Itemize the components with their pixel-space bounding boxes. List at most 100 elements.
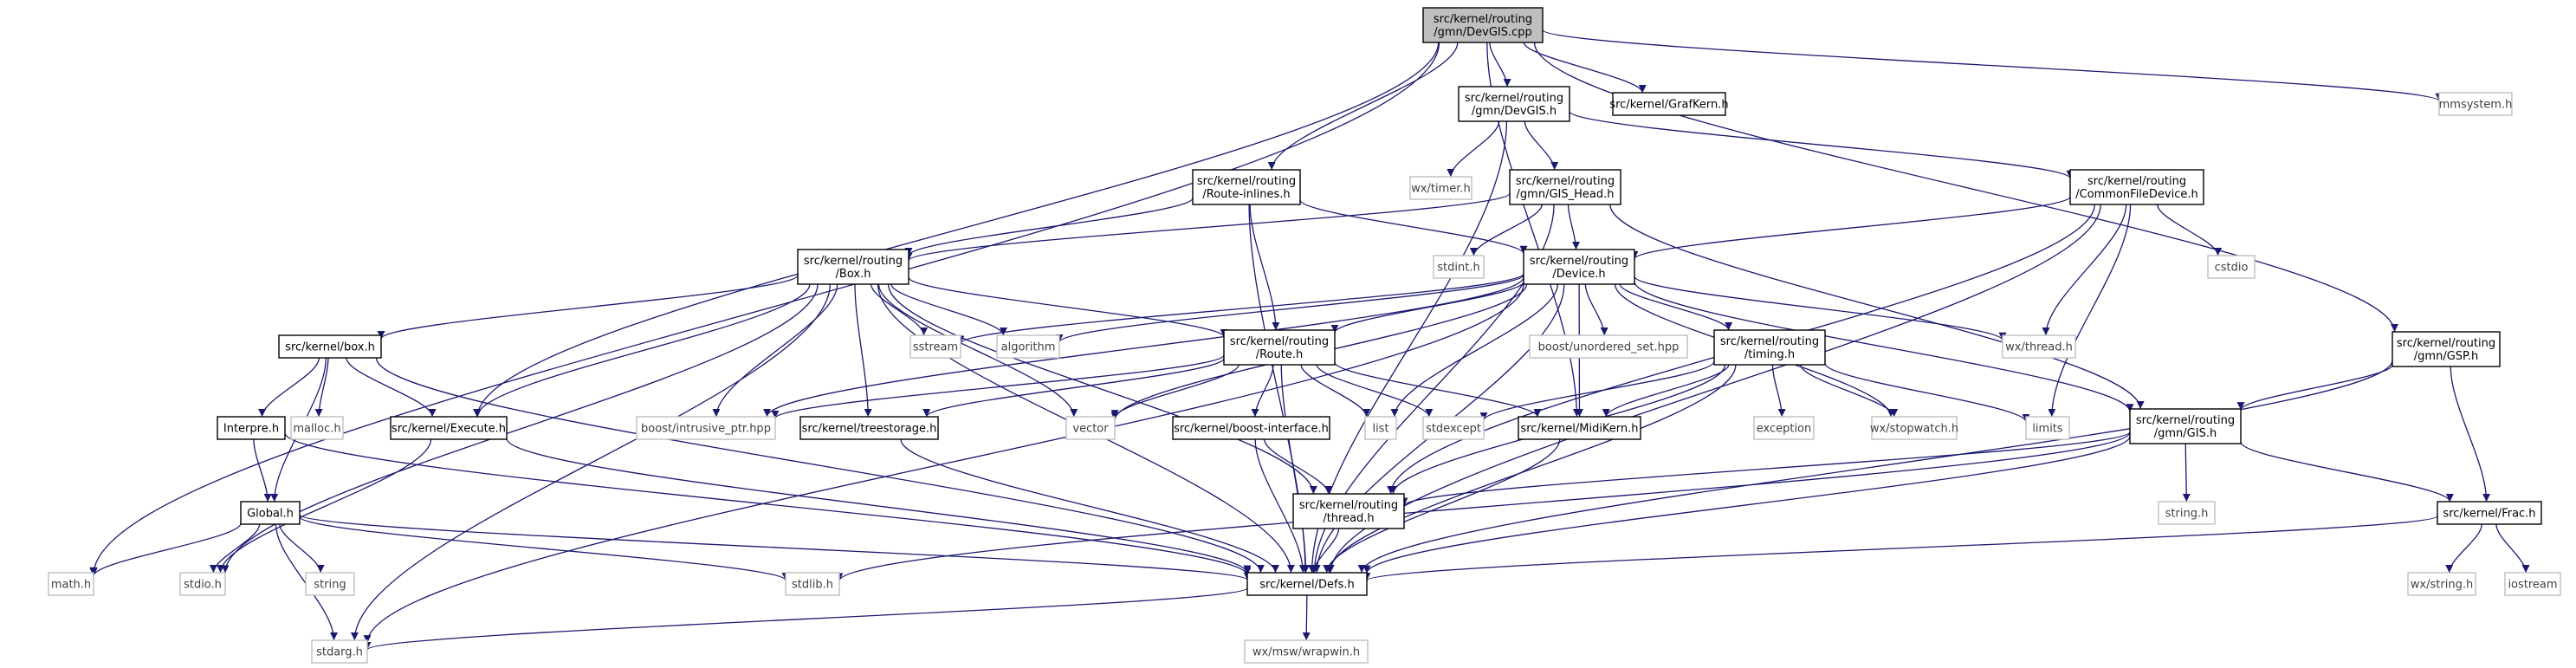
node-label: sstream — [913, 341, 958, 354]
node-label: wx/timer.h — [1411, 183, 1471, 196]
node-unordered: boost/unordered_set.hpp — [1529, 334, 1688, 359]
node-label: /CommonFileDevice.h — [2075, 188, 2198, 201]
edge-gis_head-to-gis_h — [1609, 204, 2145, 410]
node-label: src/kernel/boost-interface.h — [1174, 423, 1329, 436]
edge-devgis_cpp-to-execute — [473, 42, 1440, 418]
node-label: /timing.h — [1744, 348, 1795, 361]
node-commonfile[interactable]: src/kernel/routing/CommonFileDevice.h — [2069, 169, 2204, 205]
edge-kbox-to-interpre — [258, 357, 320, 418]
node-box — [390, 416, 508, 440]
node-rthread[interactable]: src/kernel/routing/thread.h — [1292, 493, 1405, 529]
node-wrapwin: wx/msw/wrapwin.h — [1244, 639, 1369, 664]
node-label: src/kernel/routing — [1230, 335, 1329, 348]
edge-route_inlines-to-route_h — [1249, 204, 1280, 331]
node-label: exception — [1757, 423, 1812, 436]
edge-box_h-to-treestorage — [854, 283, 872, 418]
node-label: wx/string.h — [2411, 579, 2473, 592]
edge-device-to-unordered — [1584, 283, 1608, 336]
edge-device-to-sstream — [956, 273, 1524, 344]
node-defs[interactable]: src/kernel/Defs.h — [1246, 572, 1368, 596]
edge-timing-to-limits — [1824, 363, 2030, 423]
node-label: src/kernel/routing — [1530, 255, 1628, 268]
edge-route_h-to-stdexcept — [1316, 364, 1434, 418]
node-box — [1523, 249, 1635, 285]
node-list: list — [1364, 416, 1397, 440]
node-stringh: string.h — [2158, 501, 2216, 525]
node-kbox[interactable]: src/kernel/box.h — [278, 334, 382, 359]
node-label: mmsystem.h — [2439, 99, 2513, 112]
node-box — [785, 572, 840, 596]
node-stdio: stdio.h — [179, 572, 226, 596]
node-device[interactable]: src/kernel/routing/Device.h — [1523, 249, 1635, 285]
node-label: stdexcept — [1426, 423, 1481, 436]
node-wxthread: wx/thread.h — [2002, 334, 2076, 359]
node-box — [48, 572, 94, 596]
node-label: src/kernel/routing — [1197, 175, 1296, 188]
node-label: boost/intrusive_ptr.hpp — [641, 423, 771, 436]
node-label: /Route-inlines.h — [1202, 188, 1290, 201]
edge-kbox-to-defs — [375, 357, 1265, 574]
node-label: src/kernel/routing — [2397, 337, 2495, 350]
node-label: limits — [2032, 423, 2063, 436]
node-box — [2407, 572, 2476, 596]
edge-kbox-to-execute — [346, 357, 437, 418]
node-route_inlines[interactable]: src/kernel/routing/Route-inlines.h — [1192, 169, 1301, 205]
edge-commonfile-to-device — [1630, 196, 2071, 260]
edge-devgis_h-to-wxtimer — [1447, 120, 1500, 178]
node-label: src/kernel/Defs.h — [1259, 579, 1355, 592]
node-box — [1223, 329, 1336, 366]
node-label: wx/msw/wrapwin.h — [1252, 646, 1360, 659]
node-box — [1246, 572, 1368, 596]
node-label: list — [1372, 423, 1388, 436]
node-box — [1192, 169, 1301, 205]
edge-route_h-to-treestorage — [922, 358, 1225, 418]
node-gis_h[interactable]: src/kernel/routing/gmn/GIS.h — [2129, 408, 2242, 444]
node-stdint: stdint.h — [1433, 255, 1485, 279]
node-box — [1612, 92, 1726, 116]
node-label: string — [314, 579, 346, 592]
node-gis_head[interactable]: src/kernel/routing/gmn/GIS_Head.h — [1509, 169, 1621, 205]
node-box — [278, 334, 382, 359]
node-interpre[interactable]: Interpre.h — [217, 416, 286, 440]
node-box — [1433, 255, 1485, 279]
node-label: cstdio — [2215, 262, 2249, 275]
edge-defs-to-stdarg — [363, 587, 1248, 651]
edge-treestorage-to-defs — [900, 438, 1279, 574]
node-label: src/kernel/GrafKern.h — [1609, 99, 1728, 112]
node-label: src/kernel/routing — [1465, 92, 1563, 105]
node-stdlib: stdlib.h — [785, 572, 840, 596]
edge-commonfile-to-wxthread — [2042, 204, 2127, 336]
node-box_h[interactable]: src/kernel/routing/Box.h — [797, 249, 909, 285]
node-execute[interactable]: src/kernel/Execute.h — [390, 416, 508, 440]
node-label: boost/unordered_set.hpp — [1538, 341, 1680, 354]
node-route_h[interactable]: src/kernel/routing/Route.h — [1223, 329, 1336, 366]
node-grafkern[interactable]: src/kernel/GrafKern.h — [1609, 92, 1729, 116]
node-devgis_cpp[interactable]: src/kernel/routing/gmn/DevGIS.cpp — [1422, 7, 1544, 43]
edge-route_h-to-defs — [1280, 364, 1310, 574]
node-label: algorithm — [1001, 341, 1056, 354]
edge-gsp-to-gis_h — [2236, 364, 2393, 411]
node-box — [1518, 416, 1641, 440]
edge-rthread-to-defs — [1309, 528, 1340, 574]
edge-timing-to-exception — [1771, 364, 1786, 418]
edge-box_h-to-route_h — [908, 276, 1228, 338]
node-label: src/kernel/Execute.h — [392, 423, 506, 436]
node-gsp[interactable]: src/kernel/routing/gmn/GSP.h — [2392, 331, 2501, 367]
node-label: vector — [1072, 423, 1109, 436]
edge-gis_h-to-frac — [2240, 441, 2454, 503]
node-frac[interactable]: src/kernel/Frac.h — [2437, 501, 2542, 525]
edge-box_h-to-stdio — [221, 283, 819, 574]
edge-route_h-to-boostif — [1251, 364, 1274, 418]
node-midikern[interactable]: src/kernel/MidiKern.h — [1518, 416, 1641, 440]
node-devgis_h[interactable]: src/kernel/routing/gmn/DevGIS.h — [1458, 86, 1570, 122]
node-box — [179, 572, 226, 596]
node-boostif[interactable]: src/kernel/boost-interface.h — [1172, 416, 1330, 440]
node-exception: exception — [1753, 416, 1815, 440]
node-timing[interactable]: src/kernel/routing/timing.h — [1713, 329, 1826, 366]
edge-interpre-to-defs — [284, 432, 1252, 576]
edge-gis_h-to-defs — [1362, 436, 2131, 574]
node-global[interactable]: Global.h — [240, 501, 301, 525]
node-treestorage[interactable]: src/kernel/treestorage.h — [799, 416, 939, 440]
node-box — [311, 639, 368, 664]
edge-gis_head-to-box_h — [904, 192, 1511, 262]
